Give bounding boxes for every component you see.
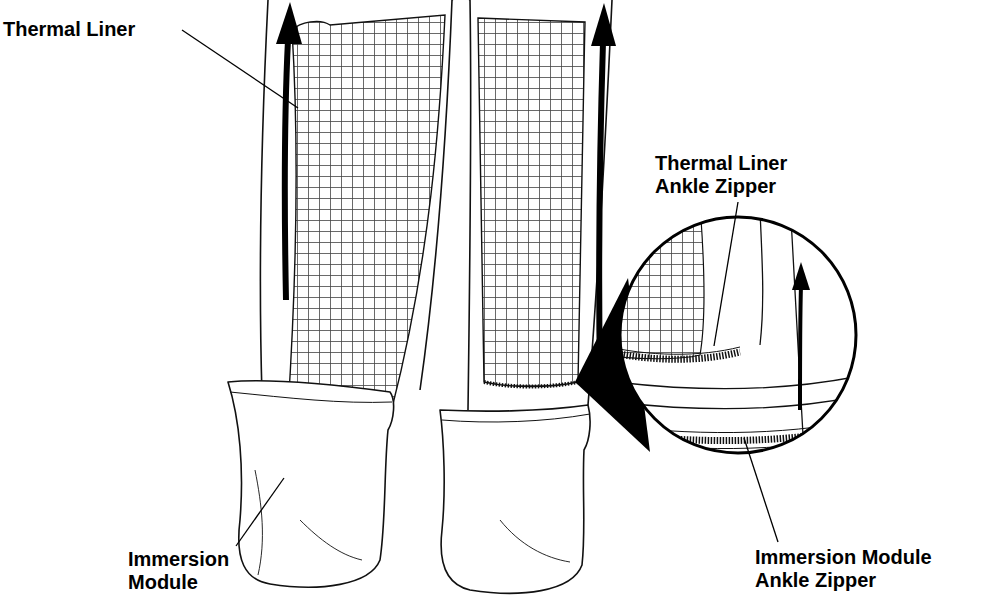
- part-label: Immersion Module: [128, 548, 248, 594]
- magnified-detail: [600, 200, 860, 470]
- immersion-module: [228, 381, 590, 594]
- part-label: Thermal Liner: [3, 18, 178, 41]
- part-label: Immersion Module Ankle Zipper: [755, 546, 960, 592]
- pull-arrow: [276, 2, 616, 378]
- leader-line: [182, 30, 778, 546]
- thermal-liner: [288, 15, 585, 416]
- part-label: Thermal Liner Ankle Zipper: [655, 152, 833, 198]
